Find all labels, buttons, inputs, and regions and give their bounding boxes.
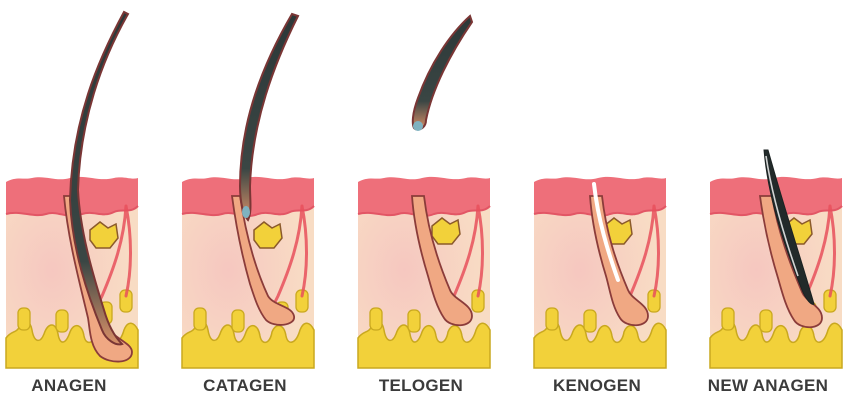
stage-label-telogen: TELOGEN — [336, 376, 506, 396]
fat-lobule — [56, 310, 68, 332]
fat-lobule — [760, 310, 772, 332]
stage-label-catagen: CATAGEN — [160, 376, 330, 396]
shed-hair — [413, 16, 472, 130]
panel-kenogen — [534, 177, 666, 368]
fat-lobule — [546, 308, 558, 330]
stage-label-kenogen: KENOGEN — [512, 376, 682, 396]
club-hair-root — [242, 206, 250, 218]
fat-lobule — [194, 308, 206, 330]
fat-lobule — [408, 310, 420, 332]
sebaceous-gland — [90, 222, 118, 248]
fat-lobule — [370, 308, 382, 330]
fat-lobule — [722, 308, 734, 330]
panel-catagen — [182, 14, 314, 368]
stage-label-anagen: ANAGEN — [0, 376, 154, 396]
fat-lobule — [584, 310, 596, 332]
panel-new-anagen — [710, 150, 842, 368]
panel-telogen — [358, 16, 490, 368]
panel-anagen — [6, 12, 138, 368]
sebaceous-gland — [254, 222, 282, 248]
fat-lobule — [232, 310, 244, 332]
fat-lobule — [18, 308, 30, 330]
stage-label-new-anagen: NEW ANAGEN — [683, 376, 851, 396]
sebaceous-gland — [432, 218, 460, 244]
shed-hair-bulb — [413, 121, 423, 131]
